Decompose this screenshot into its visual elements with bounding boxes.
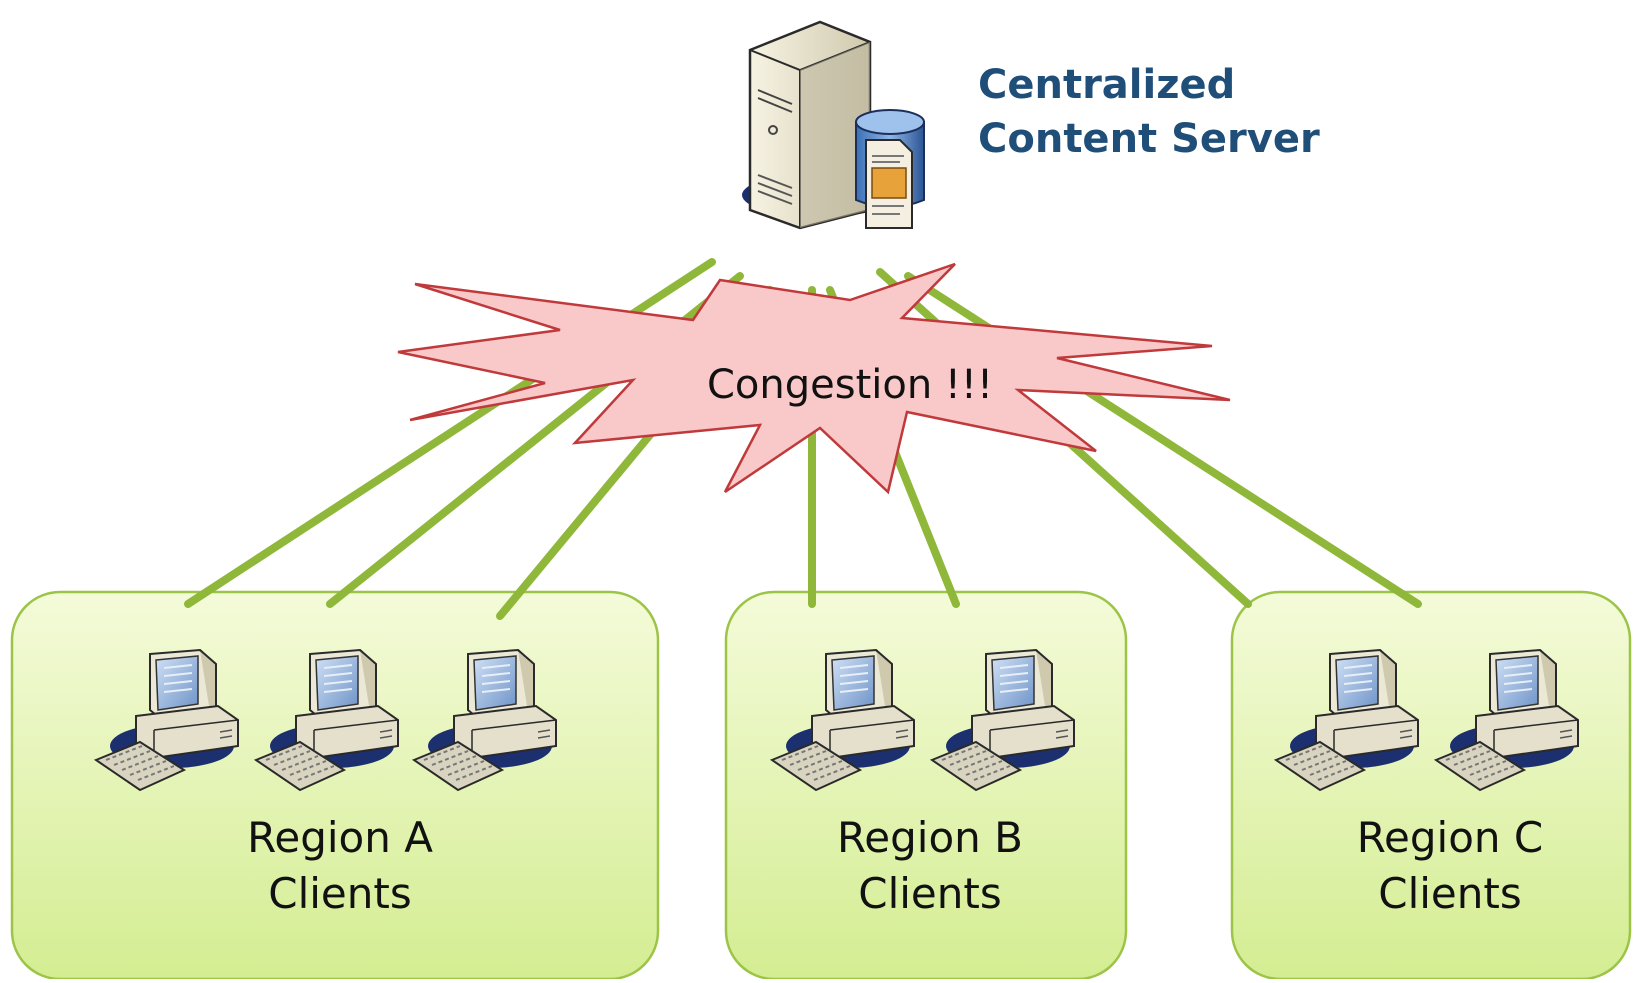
congestion-burst xyxy=(397,262,1231,495)
region-a-label-line2: Clients xyxy=(268,869,412,918)
region-b-label-line1: Region B xyxy=(837,813,1023,862)
regions xyxy=(10,590,1632,981)
server-label: Centralized Content Server xyxy=(978,58,1320,166)
server-label-line1: Centralized xyxy=(978,62,1236,108)
region-c-label-line1: Region C xyxy=(1356,813,1544,862)
region-b-label-line2: Clients xyxy=(858,869,1002,918)
content-server-icon xyxy=(742,20,925,230)
server-label-line2: Content Server xyxy=(978,116,1320,162)
region-c-label-line2: Clients xyxy=(1378,869,1522,918)
congestion-starburst-icon xyxy=(397,262,1231,495)
region-a-label-line1: Region A xyxy=(247,813,433,862)
region-c-label: Region C Clients xyxy=(1290,810,1610,922)
region-b-label: Region B Clients xyxy=(770,810,1090,922)
congestion-label: Congestion !!! xyxy=(706,362,994,408)
region-a-label: Region A Clients xyxy=(180,810,500,922)
